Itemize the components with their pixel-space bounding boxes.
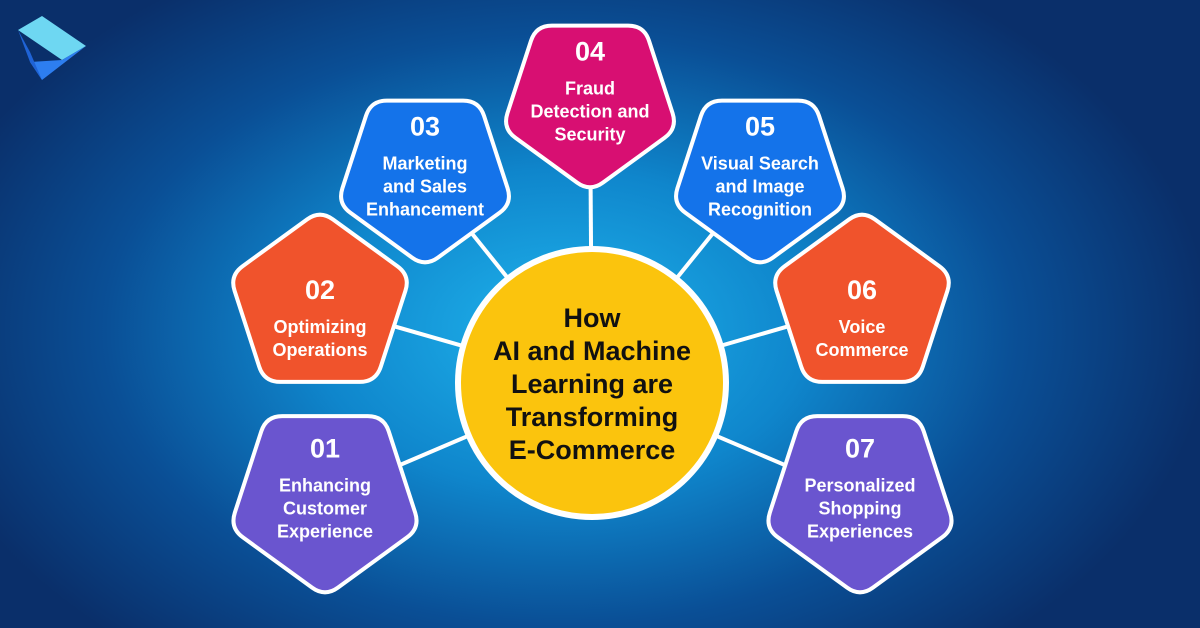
node-label-line: Experiences <box>807 522 913 542</box>
node-label-line: Enhancing <box>279 476 371 496</box>
node-label-line: Recognition <box>708 200 812 220</box>
pentagon-shape <box>674 98 846 265</box>
node-label-line: Fraud <box>565 79 615 99</box>
node-number: 03 <box>410 112 440 142</box>
pentagon-shape <box>339 98 511 265</box>
node-label-line: Personalized <box>804 476 915 496</box>
node-label-line: Marketing <box>382 154 467 174</box>
center-title-line: How <box>564 303 622 333</box>
node-label-line: Voice <box>839 317 886 337</box>
node-label-line: Enhancement <box>366 200 484 220</box>
node-label-line: and Image <box>715 177 804 197</box>
node-number: 04 <box>575 37 605 67</box>
node-number: 01 <box>310 434 340 464</box>
node-label-line: Commerce <box>815 340 908 360</box>
center-title-line: E-Commerce <box>509 435 676 465</box>
pentagon-shape <box>231 414 419 595</box>
node-label-line: Visual Search <box>701 154 819 174</box>
center-circle <box>455 246 729 520</box>
node-label-line: Security <box>554 125 625 145</box>
node-number: 05 <box>745 112 775 142</box>
node-number: 06 <box>847 275 877 305</box>
node-number: 07 <box>845 434 875 464</box>
node-label-line: Customer <box>283 499 367 519</box>
node-number: 02 <box>305 275 335 305</box>
pentagon-shape <box>766 414 954 595</box>
node-label-line: Operations <box>272 340 367 360</box>
center-title-line: AI and Machine <box>493 336 691 366</box>
play-chevron-logo-icon <box>18 16 86 80</box>
center-title-line: Transforming <box>506 402 679 432</box>
node-label-line: Optimizing <box>274 317 367 337</box>
pentagon-shape <box>773 212 951 384</box>
node-label-line: Experience <box>277 522 373 542</box>
node-label-line: Shopping <box>819 499 902 519</box>
center-title-line: Learning are <box>511 369 673 399</box>
node-label-line: Detection and <box>530 102 649 122</box>
pentagon-shape <box>504 23 676 190</box>
pentagon-shape <box>231 212 409 384</box>
node-label-line: and Sales <box>383 177 467 197</box>
